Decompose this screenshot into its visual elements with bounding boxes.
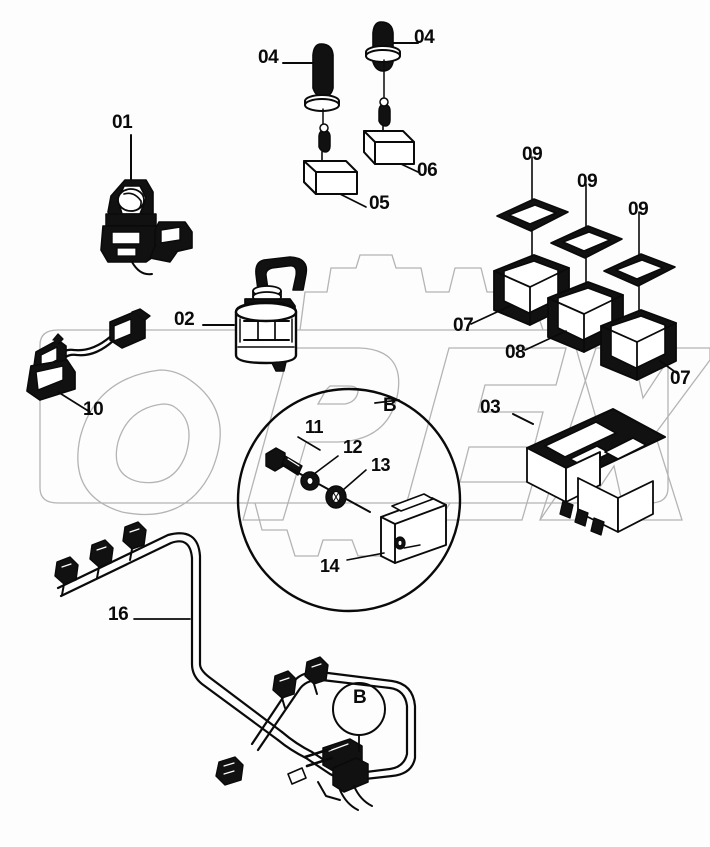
callout-label-14: 14 (320, 556, 340, 576)
callout-label-07-left: 07 (453, 315, 474, 336)
callout-label-01: 01 (112, 112, 133, 133)
detail-circle-b (236, 387, 462, 613)
callout-label-04-right: 04 (414, 27, 435, 48)
callout-label-05: 05 (369, 193, 390, 214)
part-03-switch-panel (512, 408, 666, 536)
callout-label-11: 11 (305, 417, 324, 437)
part-10-connector-pigtail (26, 308, 151, 413)
callout-label-12: 12 (343, 437, 363, 457)
callout-label-16: 16 (108, 604, 129, 625)
callout-label-02: 02 (174, 309, 195, 330)
part-04-06-toggle-switch-right (363, 21, 419, 173)
part-16-wiring-harness (54, 521, 417, 811)
callout-label-06: 06 (417, 160, 438, 181)
part-07-housing-right (600, 309, 679, 381)
callout-label-04-left: 04 (258, 47, 279, 68)
callout-label-07-right: 07 (670, 368, 691, 389)
callout-label-08: 08 (505, 342, 526, 363)
part-02-ignition-switch (202, 256, 308, 372)
callout-label-09-left: 09 (522, 144, 543, 165)
detail-circle-label-b: B (383, 395, 397, 416)
callout-label-09-right: 09 (628, 199, 649, 220)
callout-label-03: 03 (480, 397, 501, 418)
callout-label-10: 10 (83, 399, 104, 420)
detail-source-label-b: B (353, 687, 367, 708)
part-09-bezel-left (496, 156, 569, 291)
part-01-rotary-switch (100, 134, 193, 276)
callout-label-09-center: 09 (577, 171, 598, 192)
part-04-05-toggle-switch-left (282, 43, 367, 208)
callout-label-13: 13 (371, 455, 391, 475)
